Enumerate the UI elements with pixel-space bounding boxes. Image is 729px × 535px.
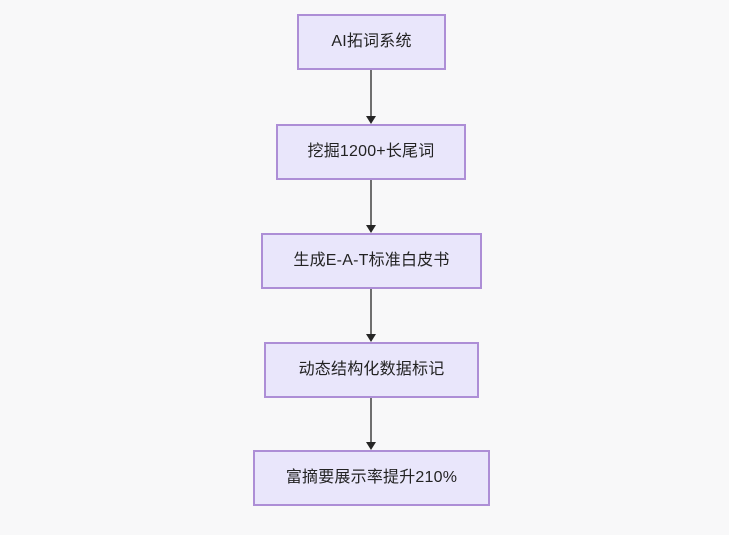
node-label: 挖掘1200+长尾词 bbox=[307, 143, 435, 161]
flowchart-node-5[interactable]: 富摘要展示率提升210% bbox=[253, 450, 490, 506]
arrowhead-down-icon bbox=[366, 442, 376, 450]
arrowhead-down-icon bbox=[366, 225, 376, 233]
connector-stem bbox=[370, 180, 372, 226]
node-label: 生成E-A-T标准白皮书 bbox=[293, 252, 450, 270]
flowchart-node-1[interactable]: AI拓词系统 bbox=[297, 14, 446, 70]
flowchart-node-4[interactable]: 动态结构化数据标记 bbox=[264, 342, 479, 398]
arrowhead-down-icon bbox=[366, 334, 376, 342]
connector-arrow-2 bbox=[365, 180, 377, 233]
connector-arrow-3 bbox=[365, 289, 377, 342]
flowchart-node-2[interactable]: 挖掘1200+长尾词 bbox=[276, 124, 466, 180]
connector-arrow-1 bbox=[365, 70, 377, 124]
connector-arrow-4 bbox=[365, 398, 377, 450]
arrowhead-down-icon bbox=[366, 116, 376, 124]
connector-stem bbox=[370, 289, 372, 335]
node-label: AI拓词系统 bbox=[331, 33, 412, 51]
flowchart-node-3[interactable]: 生成E-A-T标准白皮书 bbox=[261, 233, 482, 289]
node-label: 动态结构化数据标记 bbox=[298, 361, 445, 379]
node-label: 富摘要展示率提升210% bbox=[285, 469, 458, 487]
connector-stem bbox=[370, 398, 372, 443]
connector-stem bbox=[370, 70, 372, 117]
